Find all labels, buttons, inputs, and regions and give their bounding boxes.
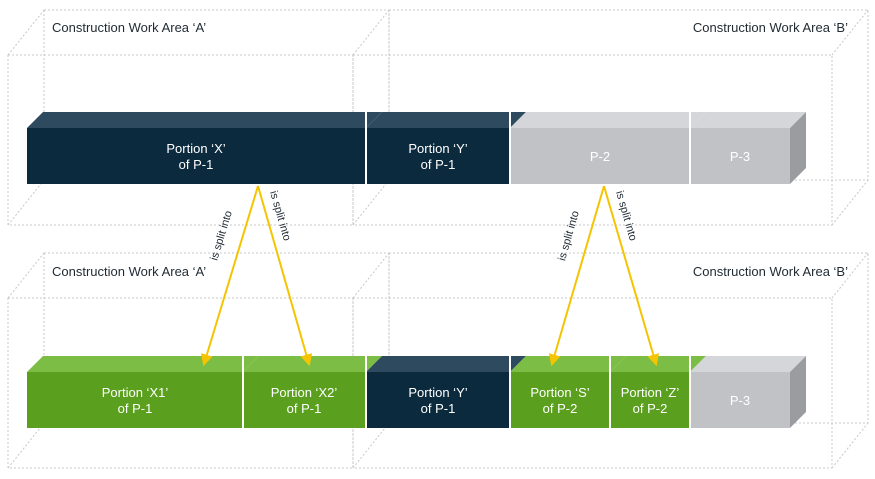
bottom-block-p3 [690,372,790,428]
top-blocks: Portion ‘X’ of P-1 Portion ‘Y’ of P-1 P-… [27,112,806,184]
bottom-block-s [510,372,610,428]
bottom-area-a-label: Construction Work Area ‘A’ [52,264,206,279]
bottom-block-x1 [27,372,243,428]
top-block-p2-label: P-2 [590,149,610,164]
arrow-x-to-x2 [257,185,313,367]
top-block-p2 [510,128,690,184]
bottom-block-side-face [790,356,806,428]
bottom-block-y-top-face [366,356,526,372]
arrow-x-to-x1 [201,185,259,367]
top-block-p3-label: P-3 [730,149,750,164]
bottom-blocks: Portion ‘X1’ of P-1 Portion ‘X2’ of P-1 … [27,356,806,428]
bottom-block-y [366,372,510,428]
bottom-block-s-label-1: Portion ‘S’ [530,385,589,400]
bottom-block-x1-top-face [27,356,259,372]
bottom-block-y-label-2: of P-1 [421,401,456,416]
bottom-block-z-top-face [610,356,706,372]
top-block-p2-top-face [510,112,706,128]
bottom-block-p3-label: P-3 [730,393,750,408]
bottom-block-p3-top-face [690,356,806,372]
top-block-p3-top-face [690,112,806,128]
arrow-label-p2-right: is split into [613,190,639,243]
arrow-label-p2-left: is split into [556,210,582,263]
arrow-label-x-left: is split into [208,209,234,262]
top-block-side-face [790,112,806,184]
bottom-block-z-label-1: Portion ‘Z’ [621,385,680,400]
top-block-x-label-2: of P-1 [179,157,214,172]
bottom-block-x2-label-1: Portion ‘X2’ [271,385,338,400]
bottom-block-s-top-face [510,356,626,372]
top-block-x-label-1: Portion ‘X’ [166,141,225,156]
bottom-block-z [610,372,690,428]
top-block-y [366,128,510,184]
bottom-block-x1-label-1: Portion ‘X1’ [102,385,169,400]
top-block-y-label-2: of P-1 [421,157,456,172]
bottom-block-x2 [243,372,366,428]
top-area-b-label: Construction Work Area ‘B’ [693,20,848,35]
top-block-p3 [690,128,790,184]
arrow-p2-to-z [603,185,660,367]
top-block-x [27,128,366,184]
split-arrows [201,185,660,367]
bottom-block-y-label-1: Portion ‘Y’ [408,385,467,400]
top-block-x-top-face [27,112,382,128]
arrow-p2-to-s [548,185,605,367]
top-block-y-label-1: Portion ‘Y’ [408,141,467,156]
bottom-block-x2-top-face [243,356,382,372]
bottom-block-s-label-2: of P-2 [543,401,578,416]
bottom-area-b-label: Construction Work Area ‘B’ [693,264,848,279]
top-block-y-top-face [366,112,526,128]
top-area-a-label: Construction Work Area ‘A’ [52,20,206,35]
bottom-block-z-label-2: of P-2 [633,401,668,416]
bottom-block-x1-label-2: of P-1 [118,401,153,416]
bottom-block-x2-label-2: of P-1 [287,401,322,416]
